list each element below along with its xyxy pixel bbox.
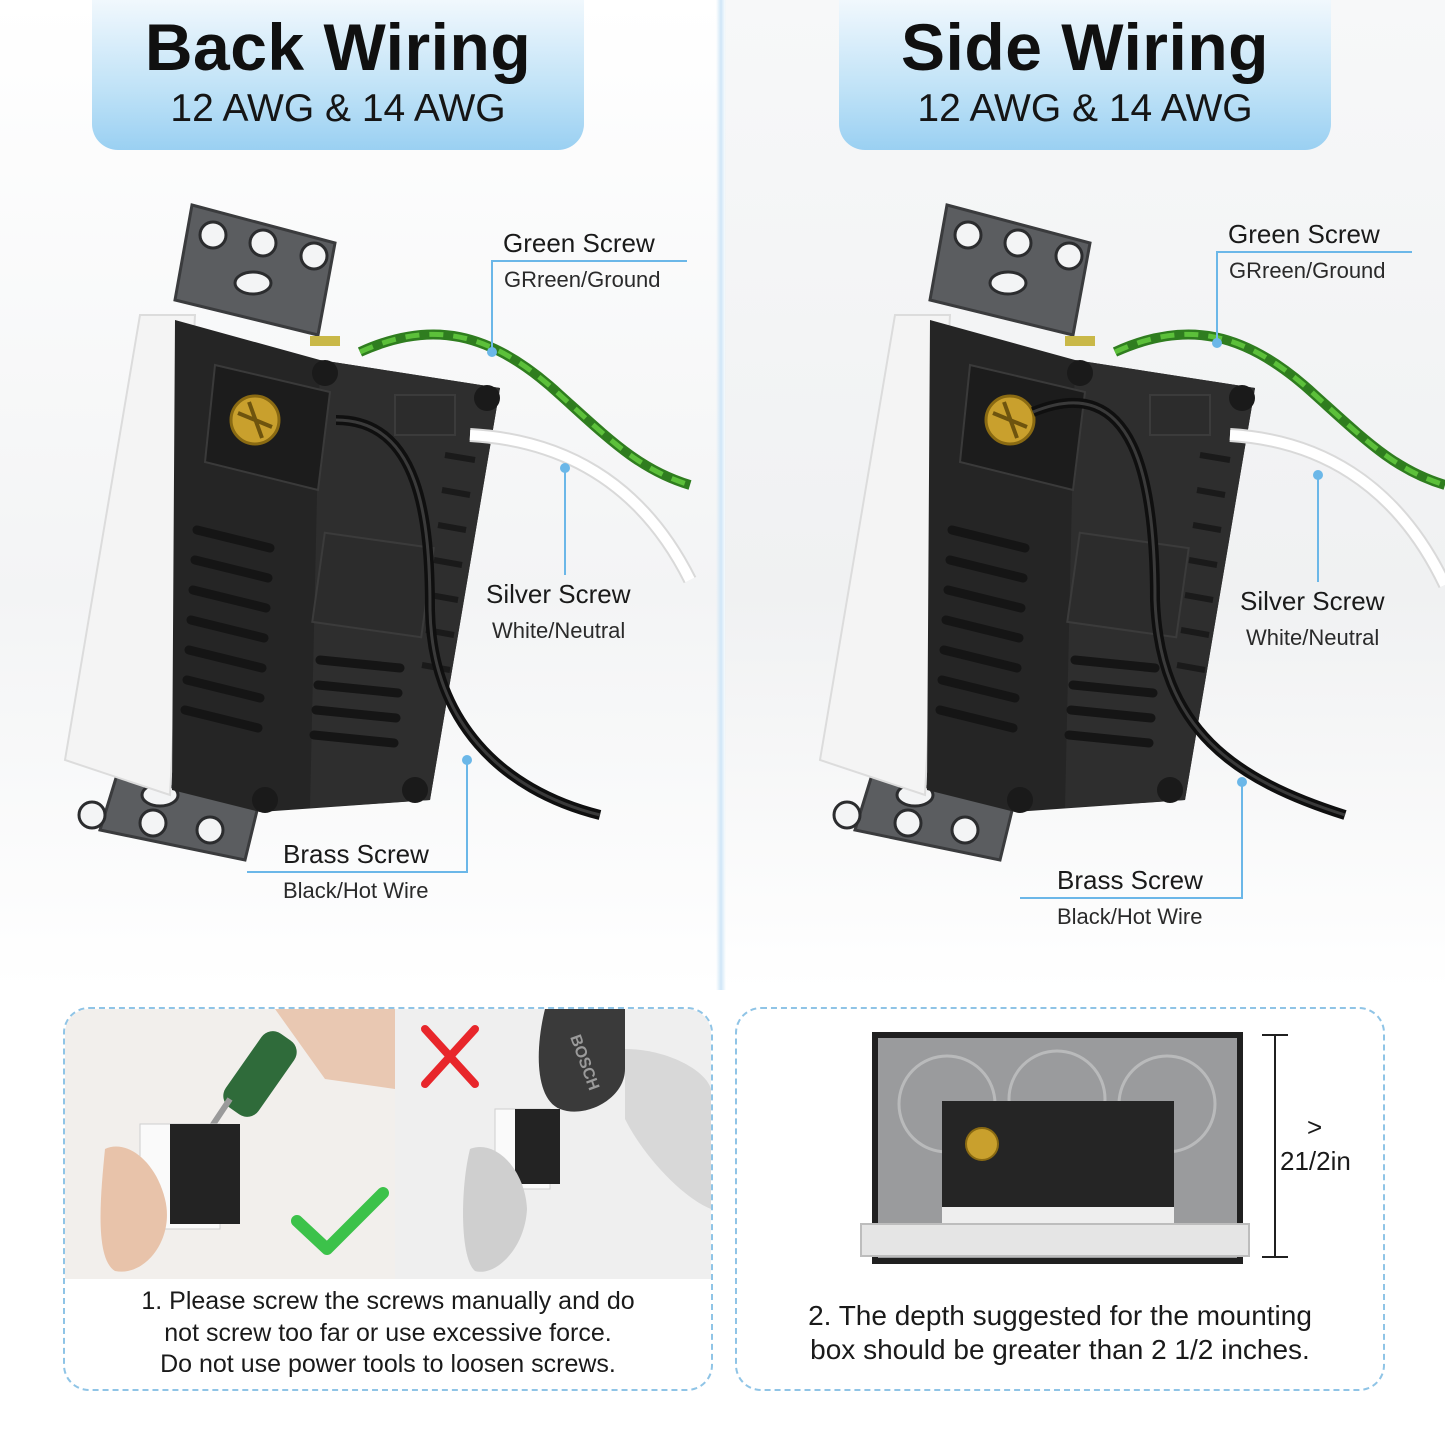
tip-2-line-1: 2. The depth suggested for the mounting	[808, 1300, 1312, 1331]
side-wiring-subtitle: 12 AWG & 14 AWG	[917, 87, 1253, 130]
right-silver-wire-label: White/Neutral	[1246, 625, 1380, 650]
right-silver-screw-label: Silver Screw	[1240, 586, 1385, 616]
mounting-depth-tip-text: 2. The depth suggested for the mounting …	[737, 1299, 1383, 1367]
left-green-wire-label: GRreen/Ground	[504, 267, 661, 292]
tip-2-line-2: box should be greater than 2 1/2 inches.	[810, 1334, 1310, 1365]
depth-value-label: 21/2in	[1280, 1146, 1351, 1176]
manual-screw-tip-panel: BOSCH 1. Please screw the screws manuall…	[63, 1007, 713, 1391]
left-silver-wire-label: White/Neutral	[492, 618, 626, 643]
mounting-depth-tip-panel: > 21/2in 2. The depth suggested for the …	[735, 1007, 1385, 1391]
incorrect-cross-icon	[421, 1025, 479, 1088]
right-green-wire-label: GRreen/Ground	[1229, 258, 1386, 283]
left-green-screw-label: Green Screw	[503, 228, 655, 258]
back-wiring-subtitle: 12 AWG & 14 AWG	[170, 87, 506, 130]
box-front-plate	[860, 1223, 1250, 1257]
tip-1-line-2: not screw too far or use excessive force…	[164, 1318, 612, 1347]
upper-hand	[275, 1009, 395, 1089]
right-brass-screw-label: Brass Screw	[1057, 865, 1203, 895]
correct-check-icon	[291, 1187, 389, 1255]
left-brass-screw-label: Brass Screw	[283, 839, 429, 869]
lower-hand	[100, 1146, 167, 1272]
screwdriver-photos: BOSCH	[65, 1009, 711, 1279]
wiring-illustrations	[0, 0, 1445, 899]
back-wiring-title: Back Wiring	[144, 10, 532, 84]
depth-greater-symbol: >	[1307, 1112, 1323, 1142]
back-wiring-illustration	[65, 205, 697, 873]
brass-screw-in-box	[965, 1127, 999, 1161]
screwdriver-handle	[223, 1031, 297, 1117]
side-wiring-illustration	[820, 205, 1445, 899]
manual-screw-tip-text: 1. Please screw the screws manually and …	[65, 1286, 711, 1381]
receptacle-body	[170, 1124, 240, 1224]
right-green-screw-label: Green Screw	[1228, 219, 1380, 249]
depth-dimension	[1262, 1034, 1288, 1258]
left-silver-screw-label: Silver Screw	[486, 579, 631, 609]
power-drill	[538, 1009, 625, 1112]
panel-divider	[716, 0, 726, 990]
drill-hand	[625, 1049, 711, 1209]
back-wiring-banner: Back Wiring 12 AWG & 14 AWG	[92, 0, 584, 150]
mounting-box-illustration	[860, 1032, 1288, 1264]
side-wiring-banner: Side Wiring 12 AWG & 14 AWG	[839, 0, 1331, 150]
receptacle-body-2	[515, 1109, 560, 1184]
left-brass-wire-label: Black/Hot Wire	[283, 878, 429, 903]
holding-hand	[463, 1147, 527, 1272]
side-wiring-title: Side Wiring	[901, 10, 1269, 84]
tip-1-line-3: Do not use power tools to loosen screws.	[160, 1350, 616, 1378]
tip-1-line-1: 1. Please screw the screws manually and …	[141, 1287, 635, 1315]
right-brass-wire-label: Black/Hot Wire	[1057, 904, 1203, 929]
